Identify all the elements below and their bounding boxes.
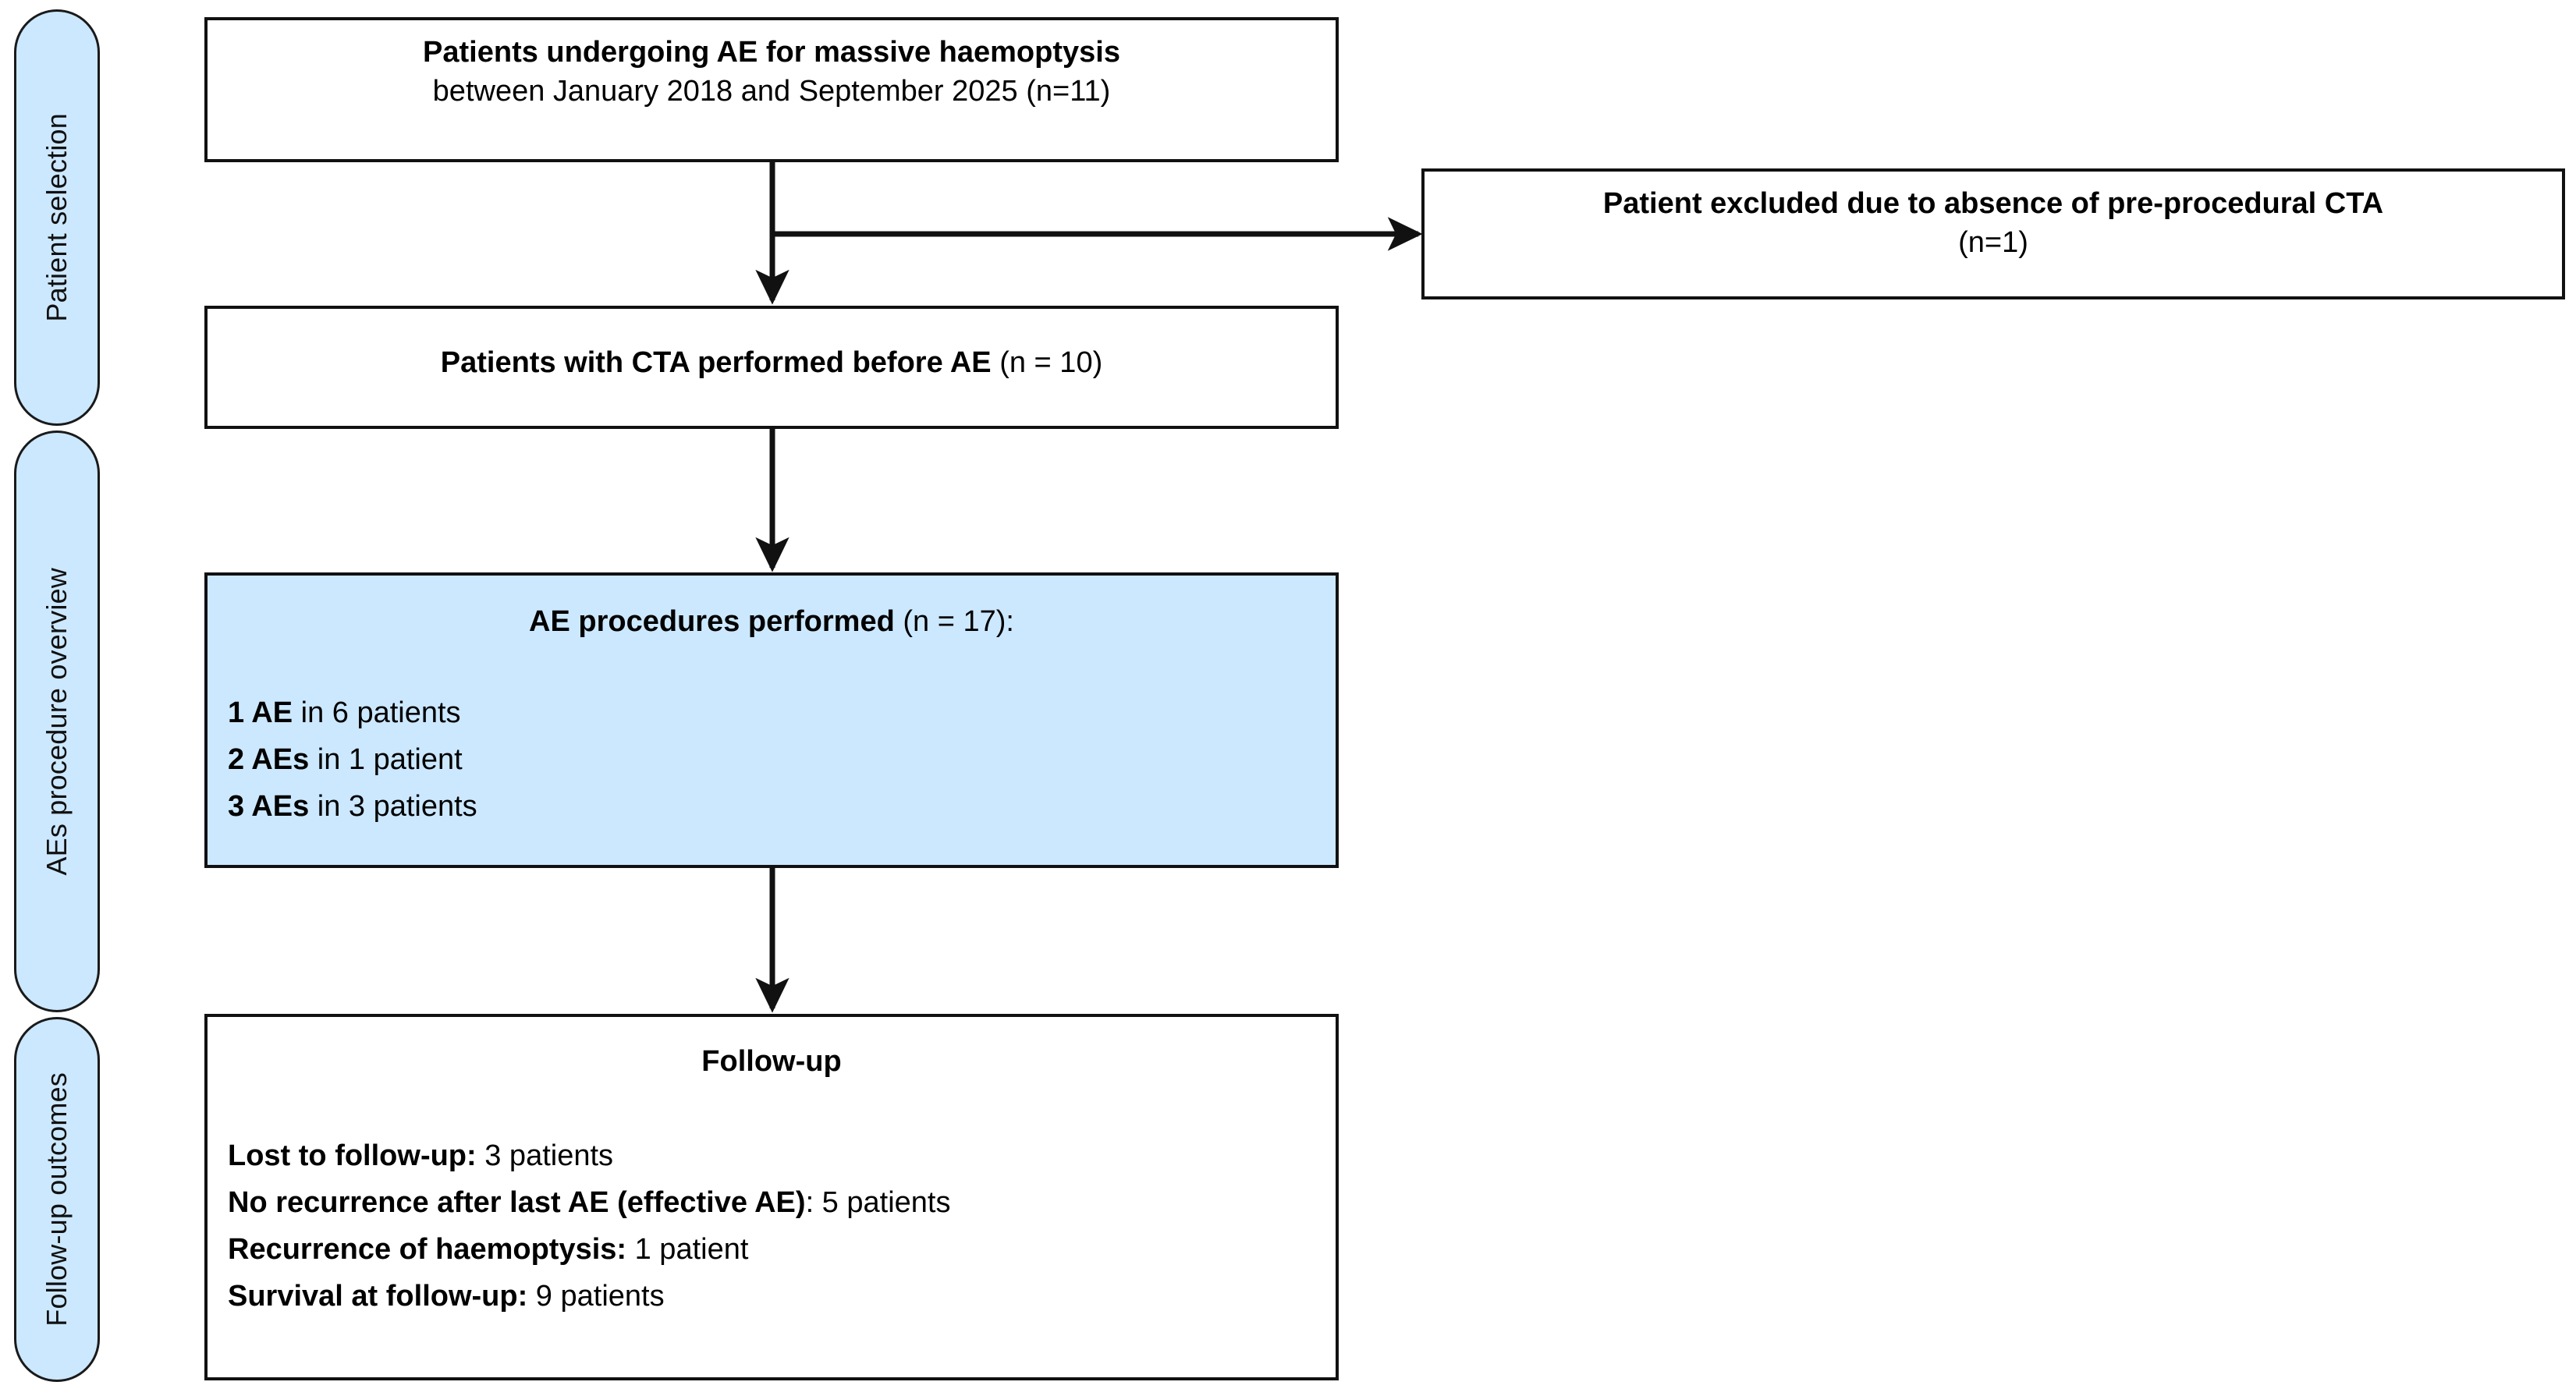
box-ae-procedures-lines: 1 AE in 6 patients 2 AEs in 1 patient 3 … [228,689,1315,830]
line-rest: : 5 patients [805,1186,951,1220]
box-cta-performed-title: Patients with CTA performed before AE (n… [228,343,1315,382]
box-follow-up-line: Lost to follow-up: 3 patients [228,1132,1315,1179]
line-lead: No recurrence after last AE (effective A… [228,1186,806,1220]
box-enrollment-subtitle: between January 2018 and September 2025 … [432,75,1111,108]
box-cta-performed: Patients with CTA performed before AE (n… [204,306,1339,429]
line-lead: Lost to follow-up: [228,1139,477,1173]
box-excluded: Patient excluded due to absence of pre-p… [1421,168,2565,299]
phase-pill-follow-up-outcomes[interactable]: Follow-up outcomes [14,1017,100,1382]
box-enrollment: Patients undergoing AE for massive haemo… [204,17,1339,162]
box-ae-procedures-title: AE procedures performed (n = 17): [228,602,1315,641]
phase-pill-patient-selection[interactable]: Patient selection [14,9,100,426]
box-follow-up-line: Recurrence of haemoptysis: 1 patient [228,1226,1315,1273]
box-follow-up: Follow-up Lost to follow-up: 3 patients … [204,1014,1339,1380]
box-ae-procedures: AE procedures performed (n = 17): 1 AE i… [204,572,1339,868]
line-rest: 9 patients [527,1280,665,1313]
box-follow-up-lines: Lost to follow-up: 3 patients No recurre… [228,1132,1315,1320]
line-lead: Recurrence of haemoptysis: [228,1233,627,1267]
line-rest: 1 patient [626,1233,749,1267]
line-rest: in 3 patients [309,790,477,824]
phase-pill-label: Patient selection [41,113,73,322]
line-lead: 3 AEs [228,790,310,824]
box-excluded-title: Patient excluded due to absence of pre-p… [1602,187,2384,220]
phase-pill-label: Follow-up outcomes [41,1072,73,1327]
box-ae-procedures-line: 1 AE in 6 patients [228,689,1315,736]
line-lead: 1 AE [228,696,293,730]
box-follow-up-line: Survival at follow-up: 9 patients [228,1273,1315,1320]
line-rest: in 6 patients [293,696,461,730]
line-lead: Survival at follow-up: [228,1280,528,1313]
box-ae-procedures-title-count: (n = 17): [894,605,1014,638]
box-excluded-subtitle: (n=1) [1958,226,2028,260]
phase-pill-label: AEs procedure overview [41,567,73,876]
box-ae-procedures-title-bold: AE procedures performed [529,605,895,638]
line-lead: 2 AEs [228,743,310,777]
box-ae-procedures-line: 3 AEs in 3 patients [228,783,1315,830]
box-ae-procedures-line: 2 AEs in 1 patient [228,736,1315,783]
line-rest: in 1 patient [309,743,463,777]
box-follow-up-line: No recurrence after last AE (effective A… [228,1179,1315,1226]
box-cta-performed-title-bold: Patients with CTA performed before AE [440,346,992,379]
box-enrollment-title: Patients undergoing AE for massive haemo… [423,36,1120,69]
box-cta-performed-title-count: (n = 10) [991,346,1103,379]
phase-pill-aes-procedure-overview[interactable]: AEs procedure overview [14,430,100,1012]
box-follow-up-title: Follow-up [701,1045,842,1078]
line-rest: 3 patients [476,1139,614,1173]
